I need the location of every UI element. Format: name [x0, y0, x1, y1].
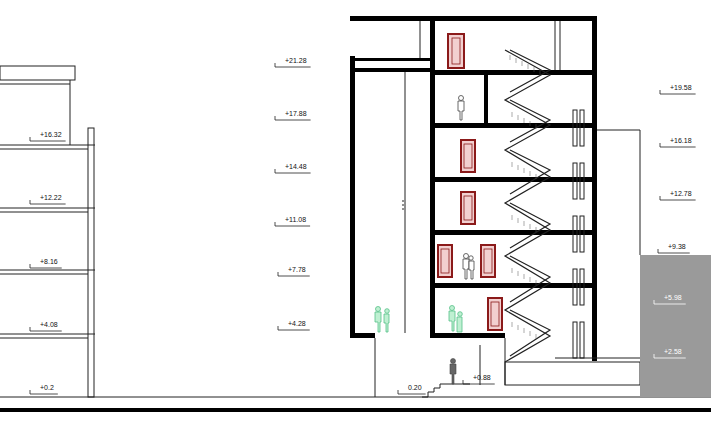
level-label: +9.38 [668, 243, 686, 251]
level-label: +21.28 [285, 57, 307, 65]
level-label: +12.22 [40, 194, 62, 202]
level-label: +12.78 [670, 190, 692, 198]
level-label: +5.98 [664, 294, 682, 302]
level-label: +8.16 [40, 258, 58, 266]
grey-block: +5.98 +2.58 [640, 255, 711, 397]
level-label: +16.18 [670, 137, 692, 145]
level-label: +0.2 [40, 384, 54, 392]
level-label: +11.08 [285, 216, 306, 224]
level-label: +4.28 [288, 320, 306, 328]
level-label: +19.58 [670, 84, 692, 92]
level-label: +4.08 [40, 321, 58, 329]
level-label: +0.88 [473, 374, 491, 382]
level-label: 0.20 [408, 384, 422, 392]
level-label: +14.48 [285, 163, 307, 171]
level-label: +17.88 [285, 110, 307, 118]
level-label: +16.32 [40, 131, 62, 139]
level-label: +2.58 [664, 348, 682, 356]
level-label: +7.78 [288, 266, 306, 274]
